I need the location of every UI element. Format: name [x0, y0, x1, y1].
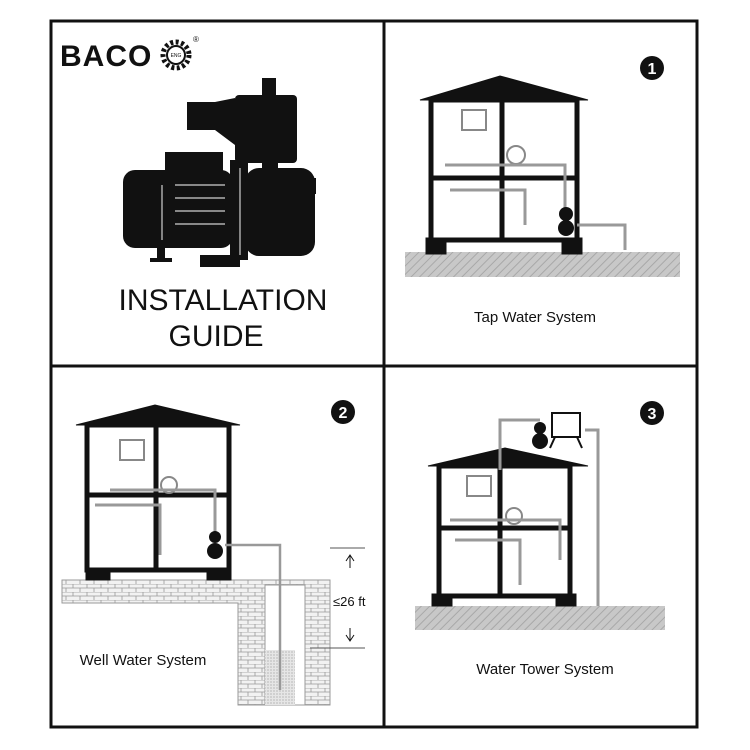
panel-label-tap-water: Tap Water System: [474, 309, 596, 326]
step-badge-1: 1: [640, 56, 664, 80]
cover-panel: BACO ENG ® INSTALLATION GUIDE: [60, 35, 327, 353]
panel-tap-water: 1 Tap Water System: [405, 56, 680, 326]
panel-well-water: 2 ≤26 ft Well Water System: [61, 400, 366, 706]
pump-icon: [207, 531, 223, 559]
step-badge-2: 2: [331, 400, 355, 424]
house: [419, 75, 627, 255]
pump-illustration: [123, 78, 316, 267]
gear-text: ENG: [171, 53, 182, 59]
baco-logo: BACO ENG ®: [60, 35, 199, 73]
depth-indicator: [310, 547, 365, 649]
gear-icon: ENG: [160, 39, 192, 71]
cover-title-line2: GUIDE: [168, 320, 263, 353]
water-tower-icon: [549, 412, 583, 449]
step-number: 2: [339, 405, 348, 422]
ground-slab: [415, 606, 665, 630]
brick-ground: [61, 579, 331, 706]
brand-name: BACO: [60, 40, 152, 73]
depth-label: ≤26 ft: [333, 594, 366, 609]
pump-icon: [532, 422, 548, 449]
ground-slab: [405, 252, 680, 277]
registered-mark: ®: [193, 35, 199, 44]
step-number: 3: [648, 406, 657, 423]
panel-grid: [49, 19, 699, 729]
house: [75, 404, 282, 690]
pump-icon: [558, 207, 574, 236]
house: [427, 418, 600, 607]
panel-label-water-tower: Water Tower System: [476, 661, 614, 678]
panel-label-well-water: Well Water System: [80, 652, 207, 669]
step-number: 1: [648, 61, 657, 78]
panel-water-tower: 3 Water Tower System: [415, 401, 665, 678]
step-badge-3: 3: [640, 401, 664, 425]
cover-title-line1: INSTALLATION: [119, 284, 328, 317]
